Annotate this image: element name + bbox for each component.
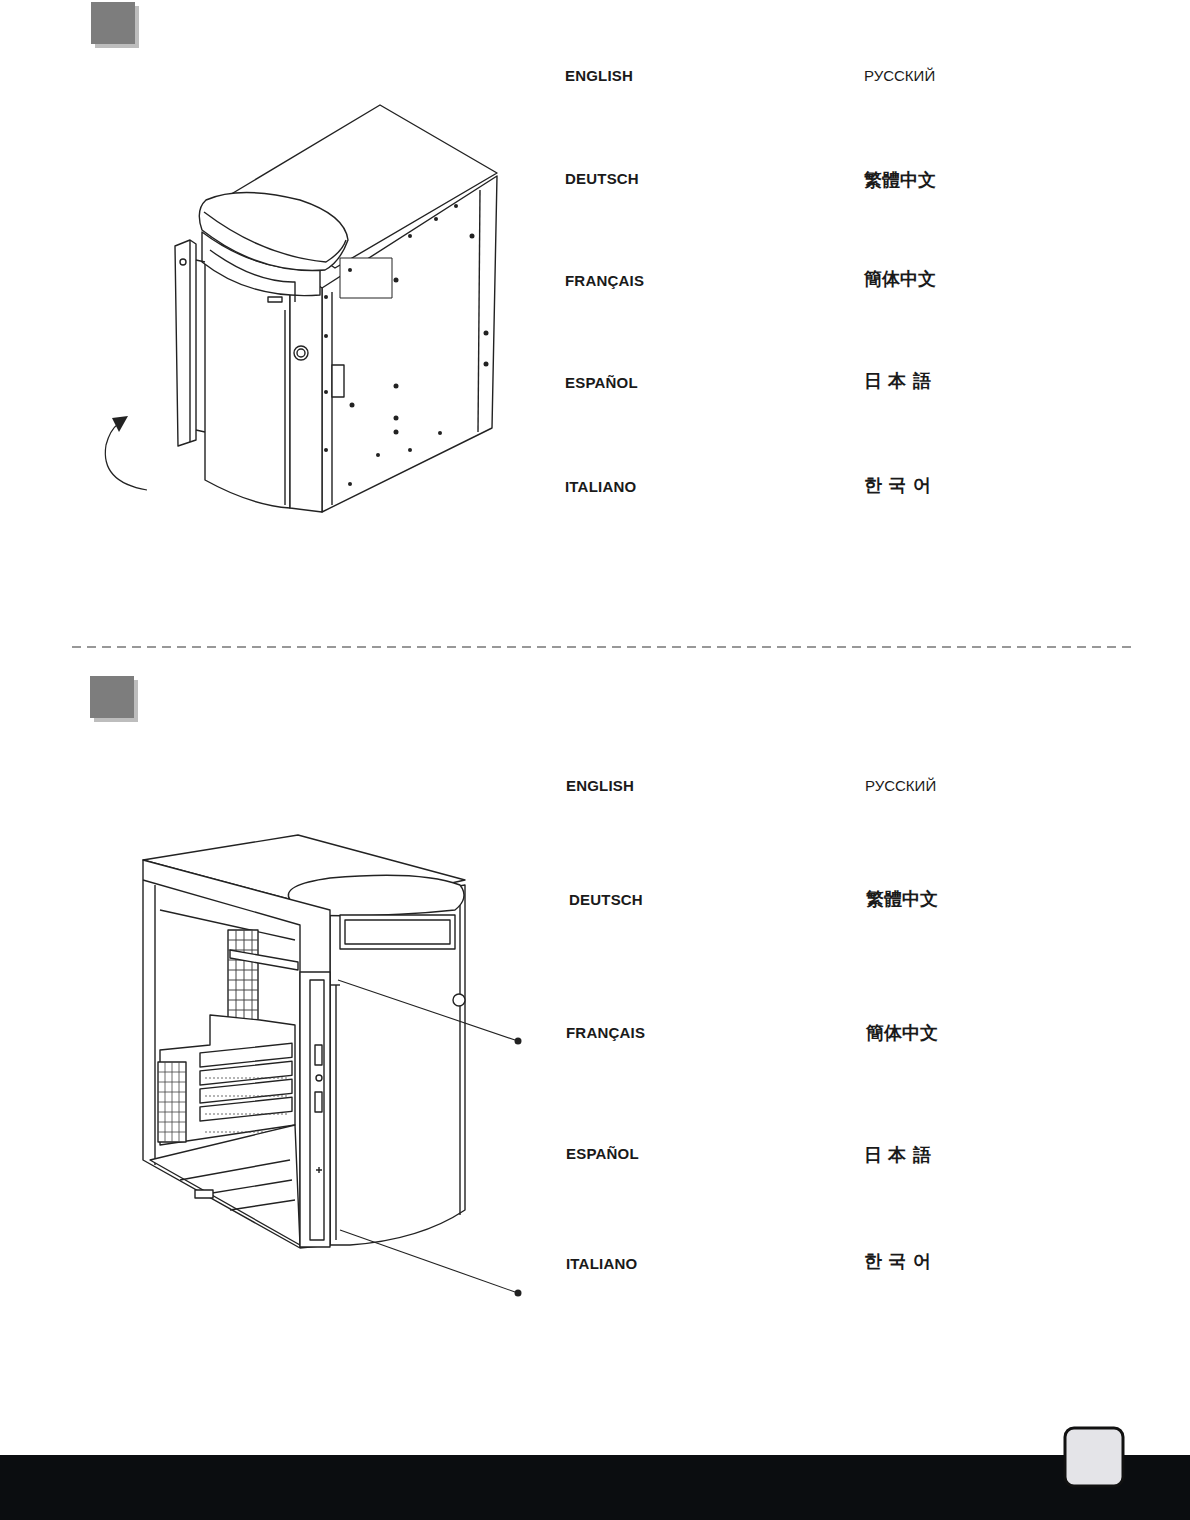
dashed-separator xyxy=(72,646,1133,647)
language-label: РУССКИЙ xyxy=(864,67,935,85)
language-label: ESPAÑOL xyxy=(566,1145,639,1163)
language-label: ITALIANO xyxy=(565,478,636,496)
page-number-box xyxy=(1065,1428,1123,1486)
language-label: 簡体中文 xyxy=(864,268,936,290)
step-marker xyxy=(91,2,135,44)
language-label: DEUTSCH xyxy=(565,170,639,188)
language-label: 한 국 어 xyxy=(864,474,931,496)
language-label: FRANÇAIS xyxy=(565,272,644,290)
language-label: 繁體中文 xyxy=(864,169,936,191)
language-label: DEUTSCH xyxy=(569,891,643,909)
language-label: 日 本 語 xyxy=(864,1144,931,1166)
language-label: 繁體中文 xyxy=(866,888,938,910)
language-label: РУССКИЙ xyxy=(865,777,936,795)
language-label: 簡体中文 xyxy=(866,1022,938,1044)
language-label: FRANÇAIS xyxy=(566,1024,645,1042)
language-label: ITALIANO xyxy=(566,1255,637,1273)
screw-dot xyxy=(515,1038,522,1045)
language-label: ENGLISH xyxy=(566,777,634,795)
step-marker xyxy=(90,676,134,718)
language-label: 한 국 어 xyxy=(864,1250,931,1272)
language-label: 日 本 語 xyxy=(864,370,931,392)
leader-line xyxy=(338,980,515,1040)
footer-bar xyxy=(0,1455,1190,1520)
leader-line xyxy=(340,1230,515,1292)
language-label: ENGLISH xyxy=(565,67,633,85)
pc-case-open-figure xyxy=(143,835,522,1297)
pc-case-figure xyxy=(105,105,497,512)
language-label: ESPAÑOL xyxy=(565,374,638,392)
screw-dot xyxy=(515,1290,522,1297)
